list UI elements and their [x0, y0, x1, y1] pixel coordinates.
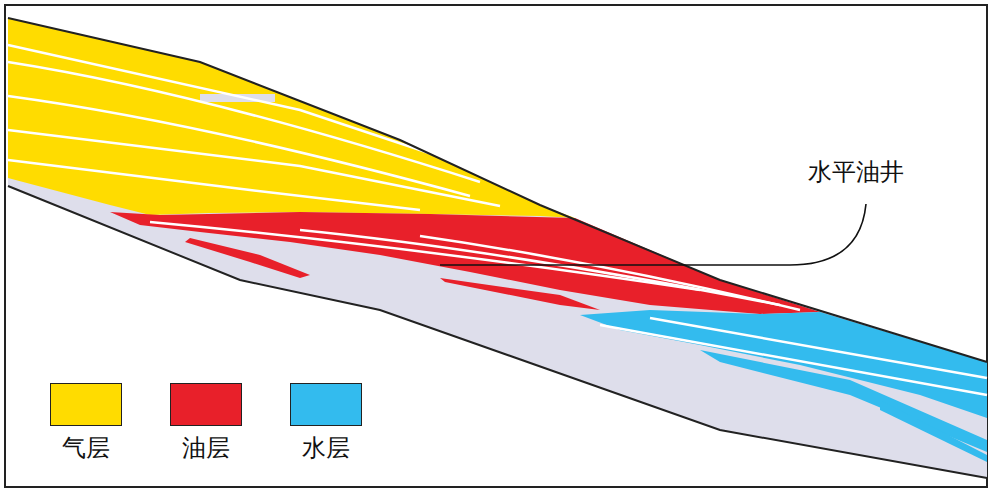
callout-label: 水平油井	[808, 158, 904, 187]
legend-label: 水层	[302, 434, 350, 463]
frame	[5, 5, 987, 487]
oil-streak	[185, 238, 310, 278]
bottom-boundary	[8, 186, 987, 478]
gas-zone	[8, 18, 575, 218]
top-boundary	[8, 18, 987, 362]
legend-swatch	[170, 383, 242, 426]
legend-label: 油层	[182, 434, 230, 463]
legend-label: 气层	[62, 434, 110, 463]
water-streak	[880, 400, 987, 462]
legend-swatch	[50, 383, 122, 426]
formation-body	[8, 18, 987, 478]
horizontal-well	[440, 204, 866, 265]
oil-streak	[440, 278, 600, 310]
oil-zone	[110, 212, 820, 314]
bedding-lines	[8, 45, 987, 395]
legend-swatch	[290, 383, 362, 426]
